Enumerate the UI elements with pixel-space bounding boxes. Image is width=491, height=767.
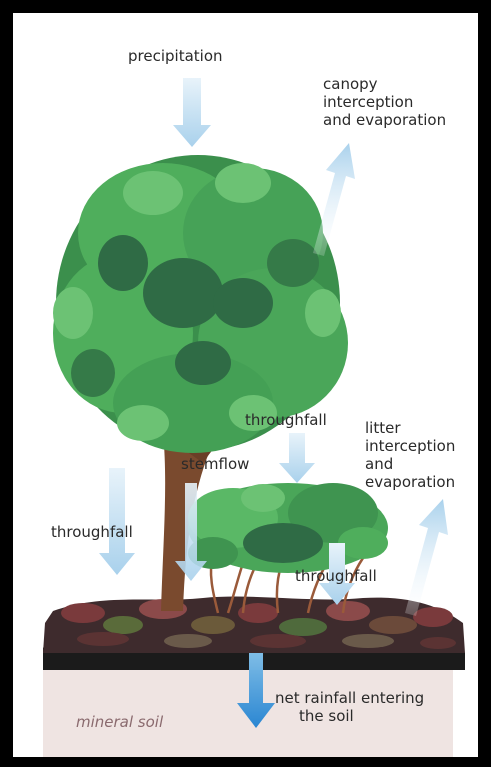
throughfall-center-label: throughfall [245,411,327,429]
precipitation-arrow [173,78,211,147]
throughfall-right-label: throughfall [295,567,377,585]
throughfall-center-arrow [279,433,315,483]
litter-interception-label: litter interception and evaporation [365,419,455,491]
throughfall-left-label: throughfall [51,523,133,541]
litter-evaporation-arrow [405,499,448,616]
stemflow-label: stemflow [181,455,249,473]
shrub-canopy [188,483,388,573]
mineral-soil-label: mineral soil [76,713,163,731]
canopy-interception-label: canopy interception and evaporation [323,75,446,129]
net-rainfall-label: net rainfall entering the soil [275,689,424,725]
diagram-frame: precipitation canopy interception and ev… [13,13,478,757]
tree-canopy [53,155,348,453]
throughfall-left-arrow [99,468,135,575]
litter-layer [43,597,465,653]
precipitation-label: precipitation [128,47,223,65]
canopy-evaporation-arrow [313,143,355,256]
